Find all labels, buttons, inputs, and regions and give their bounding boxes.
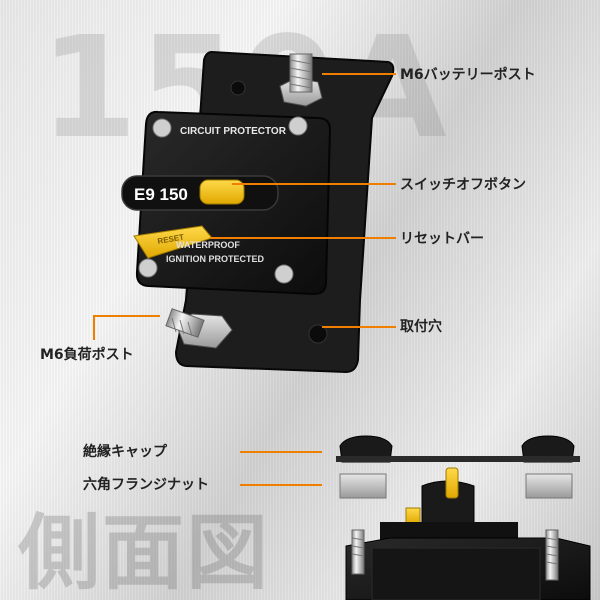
breaker-top-view: CIRCUIT PROTECTOR E9 150 RESET WATERPROO… — [121, 50, 395, 374]
callout-mounting-hole: 取付穴 — [400, 319, 442, 335]
callout-hex-flange-nut: 六角フランジナット — [83, 477, 209, 493]
face-screw-bottom-right-icon — [274, 264, 294, 284]
callout-lines — [93, 73, 396, 486]
device-footer-line2: IGNITION PROTECTED — [166, 254, 265, 264]
device-header-text: CIRCUIT PROTECTOR — [180, 126, 287, 137]
side-stud-right-icon — [545, 529, 559, 581]
callout-line-load-post — [93, 315, 160, 340]
terminal-strap — [336, 456, 580, 462]
face-screw-bottom-left-icon — [138, 258, 158, 278]
callout-m6-battery-post: M6バッテリーポスト — [400, 67, 536, 83]
face-screw-top-right-icon — [288, 116, 308, 136]
callout-reset-bar: リセットバー — [400, 231, 484, 247]
side-button-stem — [445, 467, 459, 499]
insulation-cap-right-icon — [521, 435, 575, 463]
switch-off-button-icon — [199, 179, 245, 205]
callout-switch-off-button: スイッチオフボタン — [400, 177, 526, 193]
hex-flange-nut-right-icon — [525, 473, 573, 499]
mounting-hole-upper-icon — [230, 80, 246, 96]
side-stud-left-icon — [351, 529, 365, 575]
background-side-view-text: 側面図 — [18, 506, 271, 600]
side-inner-panel — [371, 547, 541, 600]
breaker-side-view — [336, 435, 591, 600]
callout-insulation-cap: 絶縁キャップ — [83, 444, 167, 460]
side-main-block — [380, 522, 518, 542]
reset-bar-icon: RESET — [133, 225, 213, 259]
device-footer-line1: WATERPROOF — [176, 240, 240, 250]
battery-post-icon — [279, 53, 323, 107]
insulation-cap-left-icon — [339, 435, 393, 463]
mounting-hole-lower-icon — [308, 324, 328, 344]
callout-m6-load-post: M6負荷ポスト — [40, 347, 134, 363]
face-screw-top-left-icon — [152, 118, 172, 138]
hex-flange-nut-left-icon — [339, 473, 387, 499]
side-reset-tab — [405, 507, 421, 525]
device-model-text: E9 150 — [134, 185, 188, 204]
load-post-icon — [165, 308, 233, 349]
